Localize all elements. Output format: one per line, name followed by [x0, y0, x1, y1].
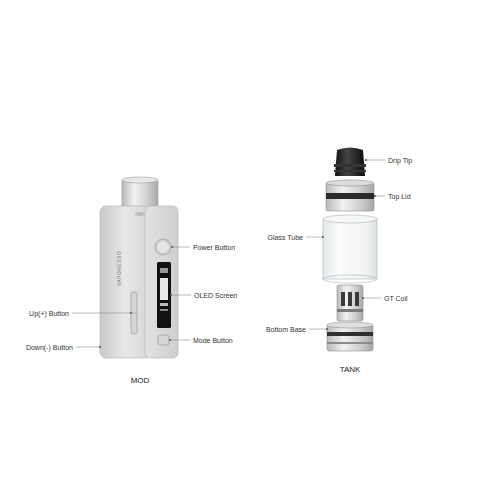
part-label: GT Coil [384, 295, 408, 302]
part-label: Up(+) Button [29, 310, 69, 317]
part-label: Drip Tip [388, 157, 412, 164]
part-label: Power Button [193, 244, 235, 251]
brand-text: VAPORESSO [118, 250, 123, 286]
part-label: OLED Screen [194, 292, 237, 299]
group-caption: TANK [340, 366, 361, 374]
part-label: Top Lid [388, 193, 411, 200]
part-label: Glass Tube [268, 234, 303, 241]
leader-lines [72, 159, 385, 348]
mod-illustration [100, 177, 178, 358]
part-label: Down(-) Button [26, 344, 73, 351]
part-label: Bottom Base [266, 326, 306, 333]
group-caption: MOD [131, 377, 150, 385]
part-label: Mode Button [193, 337, 233, 344]
tank-illustration [323, 148, 377, 352]
